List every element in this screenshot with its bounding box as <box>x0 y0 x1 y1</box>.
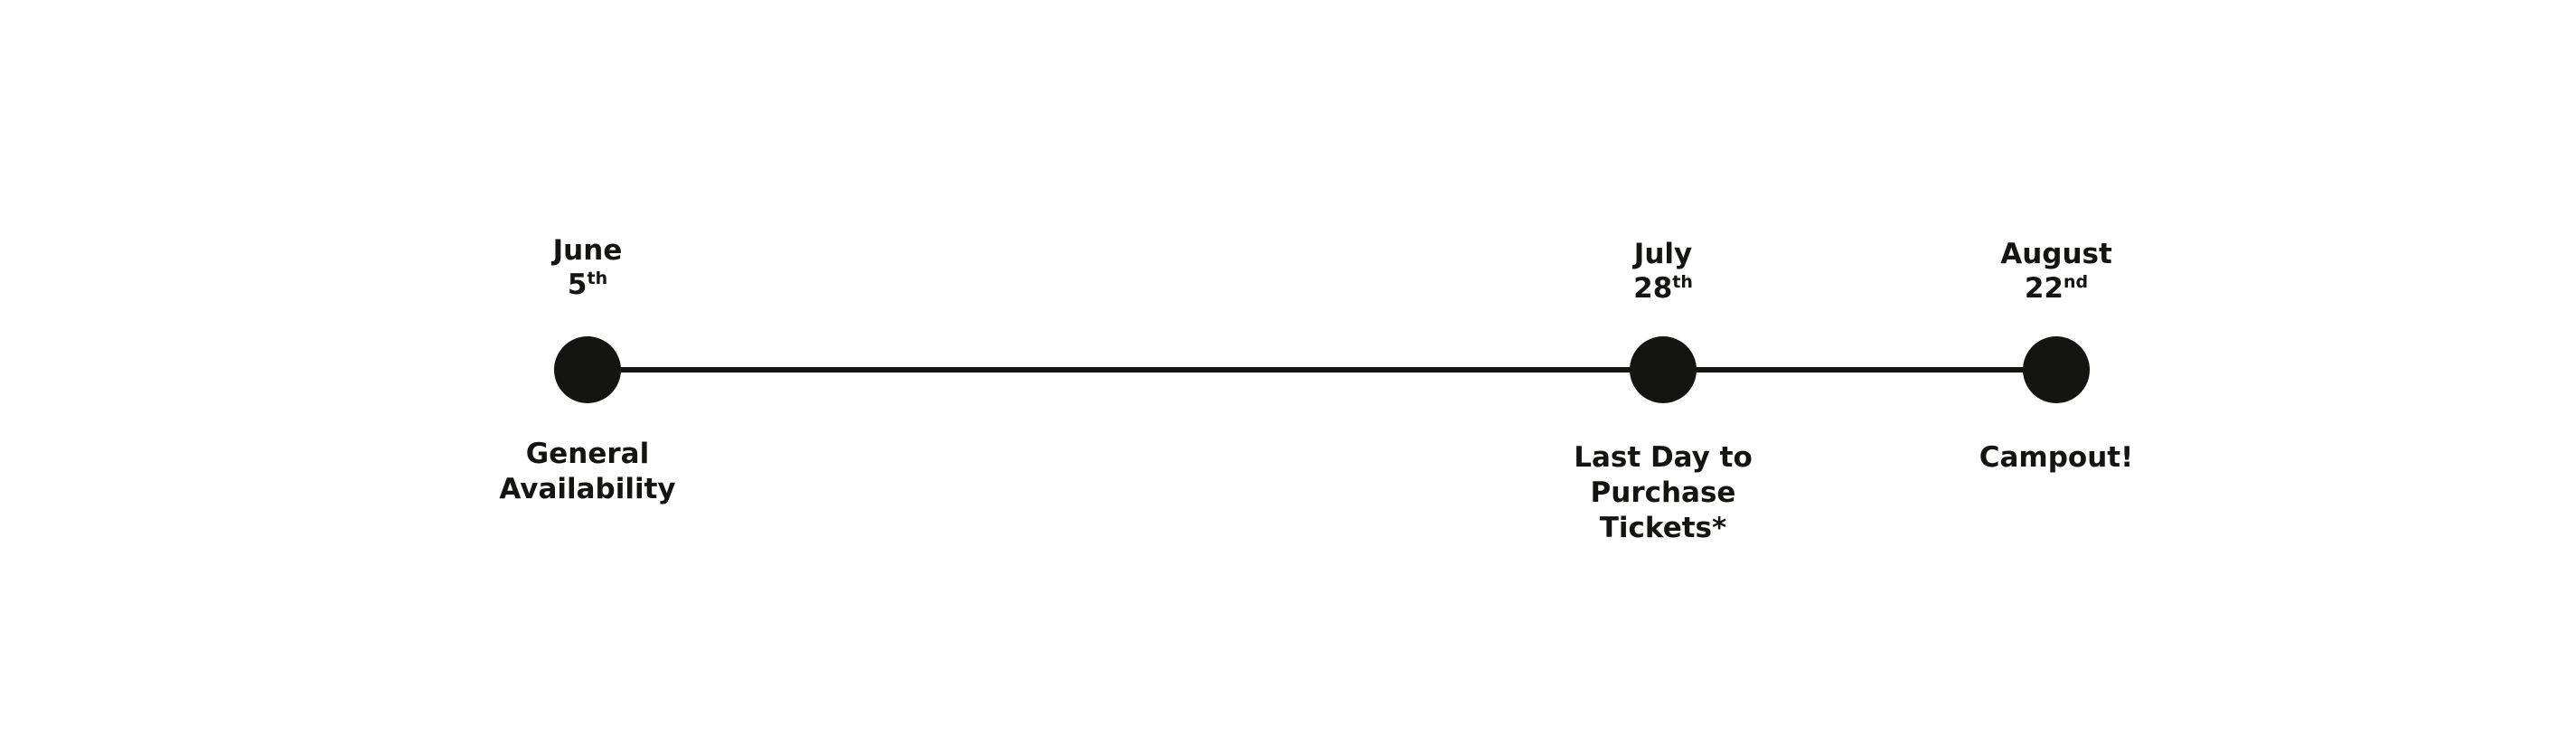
date-month: July <box>1633 238 1693 270</box>
date-day: 28 <box>1633 272 1673 305</box>
date-suffix: nd <box>2064 272 2089 292</box>
milestone-dot <box>2023 336 2090 403</box>
date-suffix: th <box>587 269 608 288</box>
date-day-line: 5th <box>443 268 732 302</box>
milestone-label: Last Day to Purchase Tickets* <box>1500 440 1826 546</box>
label-line: Availability <box>499 473 676 505</box>
milestone-dot <box>554 336 621 403</box>
milestone-label: General Availability <box>425 437 750 507</box>
milestone-dot <box>1630 336 1697 403</box>
date-suffix: th <box>1672 272 1693 292</box>
date-day-line: 28th <box>1518 271 1808 306</box>
date-day: 22 <box>2024 272 2064 305</box>
label-line: Tickets* <box>1599 512 1727 544</box>
milestone-label: Campout! <box>1894 440 2219 476</box>
label-line: General <box>525 438 650 470</box>
milestone-date: August 22nd <box>1912 237 2201 306</box>
date-month: August <box>2000 238 2112 270</box>
date-day: 5 <box>567 269 588 301</box>
label-line: Purchase <box>1590 476 1736 509</box>
milestone-date: June 5th <box>443 233 732 302</box>
label-line: Last Day to <box>1574 441 1753 474</box>
timeline-track <box>588 367 2056 372</box>
date-day-line: 22nd <box>1912 271 2201 306</box>
label-line: Campout! <box>1979 441 2134 474</box>
milestone-date: July 28th <box>1518 237 1808 306</box>
date-month: June <box>552 234 623 267</box>
